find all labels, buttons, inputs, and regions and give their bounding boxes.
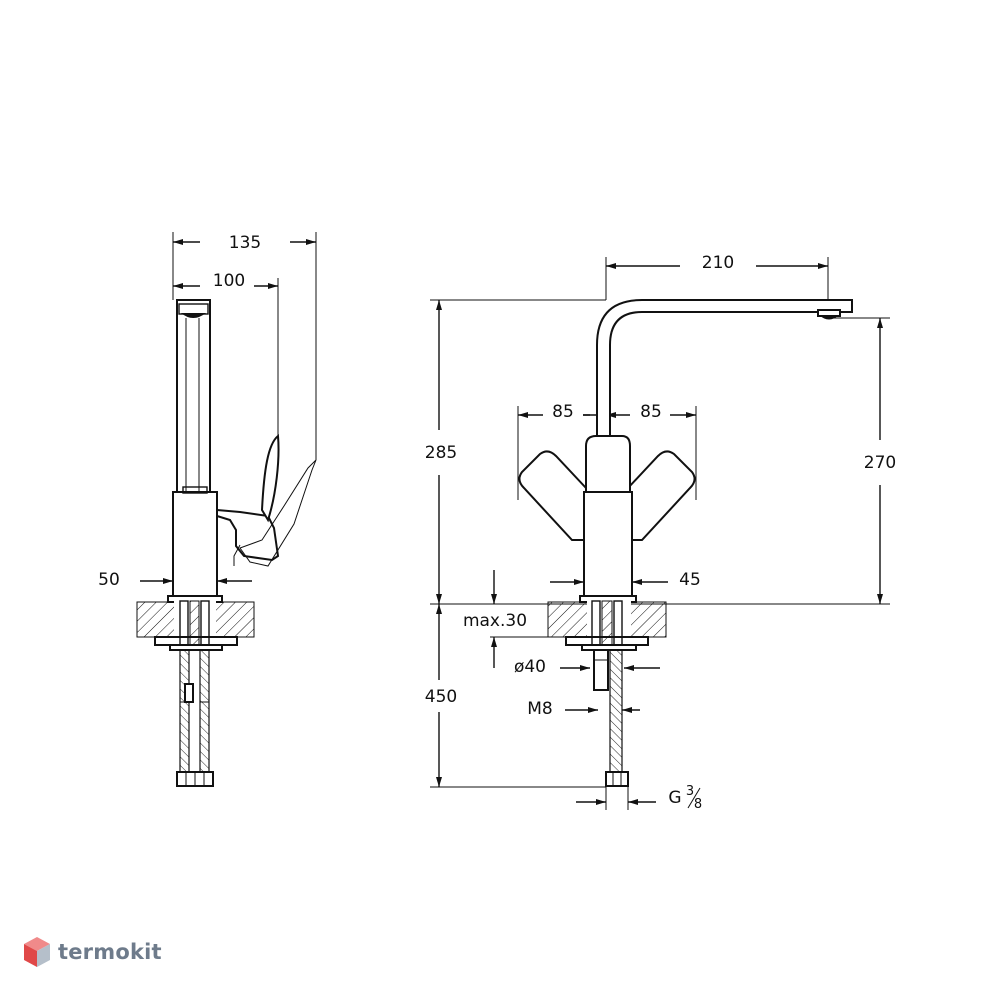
dimension-spout-height: 270 bbox=[864, 318, 896, 604]
dimension-connection-thread-numerator: 3 bbox=[686, 784, 694, 799]
dimension-spout-projection-label: 210 bbox=[702, 253, 734, 273]
dimension-overall-height-label: 285 bbox=[425, 443, 457, 463]
termokit-watermark: termokit bbox=[22, 935, 162, 969]
side-aerator bbox=[181, 313, 206, 318]
dimension-hose-length: 450 bbox=[425, 604, 457, 787]
front-spout bbox=[596, 299, 853, 439]
dimension-base-diameter: 50 bbox=[98, 570, 252, 590]
dimension-connection-thread: G 3 8 bbox=[576, 784, 702, 812]
front-body-top bbox=[585, 435, 631, 493]
dimension-spout-reach-label: 100 bbox=[213, 271, 245, 291]
dimension-spout-projection: 210 bbox=[606, 253, 828, 273]
dimension-body-diameter: 45 bbox=[550, 570, 701, 590]
dimension-counter-thickness: max.30 bbox=[463, 570, 548, 668]
front-body bbox=[583, 491, 633, 597]
dimension-connection-thread-denominator: 8 bbox=[694, 797, 702, 812]
dimension-overall-depth: 135 bbox=[173, 233, 316, 253]
front-hose bbox=[609, 649, 623, 773]
handle-swing-left bbox=[518, 450, 587, 541]
dimension-counter-thickness-label: max.30 bbox=[463, 611, 527, 631]
side-spout-column bbox=[176, 299, 211, 496]
side-hose-left bbox=[179, 649, 190, 773]
handle-swing-right bbox=[627, 450, 696, 541]
front-aerator bbox=[819, 315, 839, 320]
front-view: 210 285 270 85 85 bbox=[425, 253, 896, 812]
front-stud bbox=[593, 649, 609, 691]
side-view: 135 100 50 bbox=[98, 232, 317, 787]
dimension-stud-thread-label: M8 bbox=[527, 699, 552, 719]
side-body bbox=[172, 491, 218, 597]
dimension-connection-thread-prefix: G bbox=[668, 788, 681, 808]
dimension-stud-thread: M8 bbox=[527, 699, 640, 719]
dimension-handle-right-label: 85 bbox=[640, 402, 662, 422]
dimension-hose-length-label: 450 bbox=[425, 687, 457, 707]
dimension-handle-left-label: 85 bbox=[552, 402, 574, 422]
front-connection-nut bbox=[605, 771, 629, 787]
dimension-hole-diameter-label: ø40 bbox=[514, 657, 546, 677]
watermark-text: termokit bbox=[58, 940, 162, 964]
dimension-hole-diameter: ø40 bbox=[514, 657, 660, 677]
dimension-body-diameter-label: 45 bbox=[679, 570, 701, 590]
dimension-handle-swing: 85 85 bbox=[518, 398, 696, 422]
dimension-spout-height-label: 270 bbox=[864, 453, 896, 473]
side-hose-right bbox=[199, 649, 210, 773]
dimension-overall-depth-label: 135 bbox=[229, 233, 261, 253]
dimension-spout-reach: 100 bbox=[173, 271, 278, 291]
termokit-logo-icon bbox=[24, 937, 50, 967]
side-lever bbox=[216, 508, 280, 562]
dimension-base-diameter-label: 50 bbox=[98, 570, 120, 590]
dimension-overall-height: 285 bbox=[425, 300, 457, 604]
